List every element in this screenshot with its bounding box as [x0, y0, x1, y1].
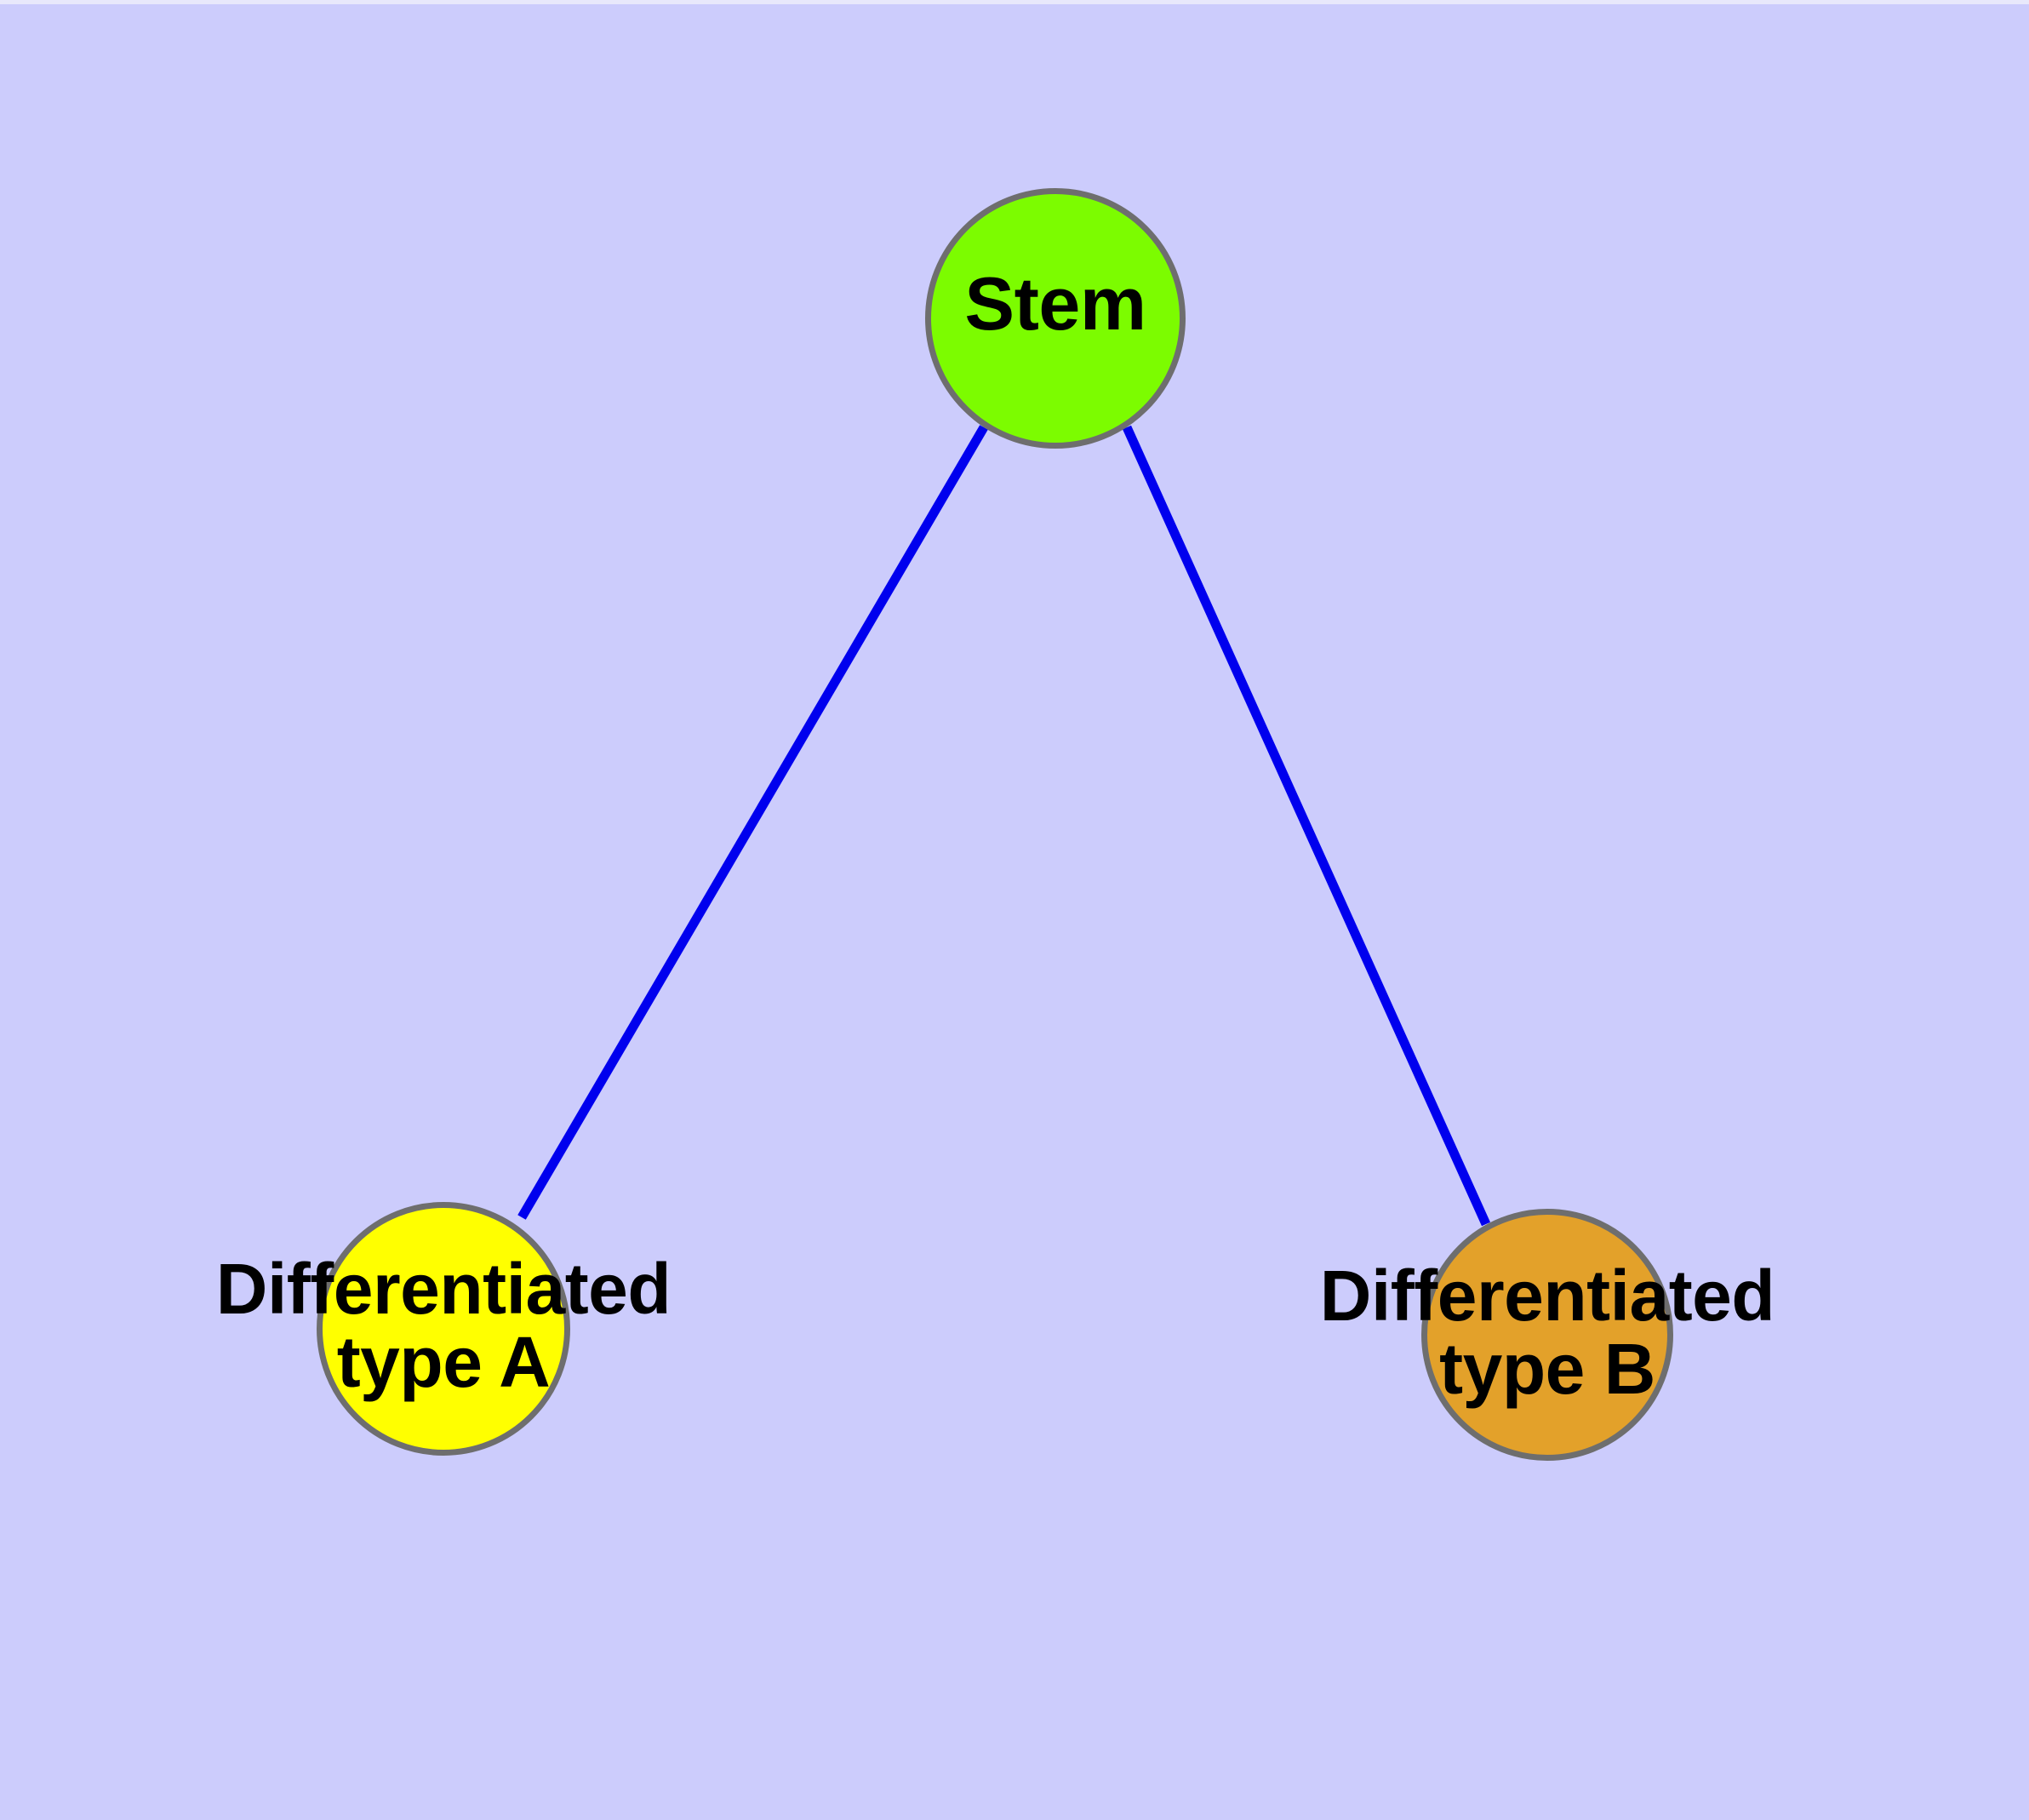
node-differentiated-type-a[interactable] [317, 1202, 570, 1456]
edge-stem-to-diff-a [517, 425, 988, 1220]
node-stem[interactable] [925, 188, 1186, 449]
edge-stem-to-diff-b [1122, 425, 1491, 1227]
node-differentiated-type-b[interactable] [1421, 1209, 1673, 1461]
top-edge-strip [0, 0, 2029, 4]
